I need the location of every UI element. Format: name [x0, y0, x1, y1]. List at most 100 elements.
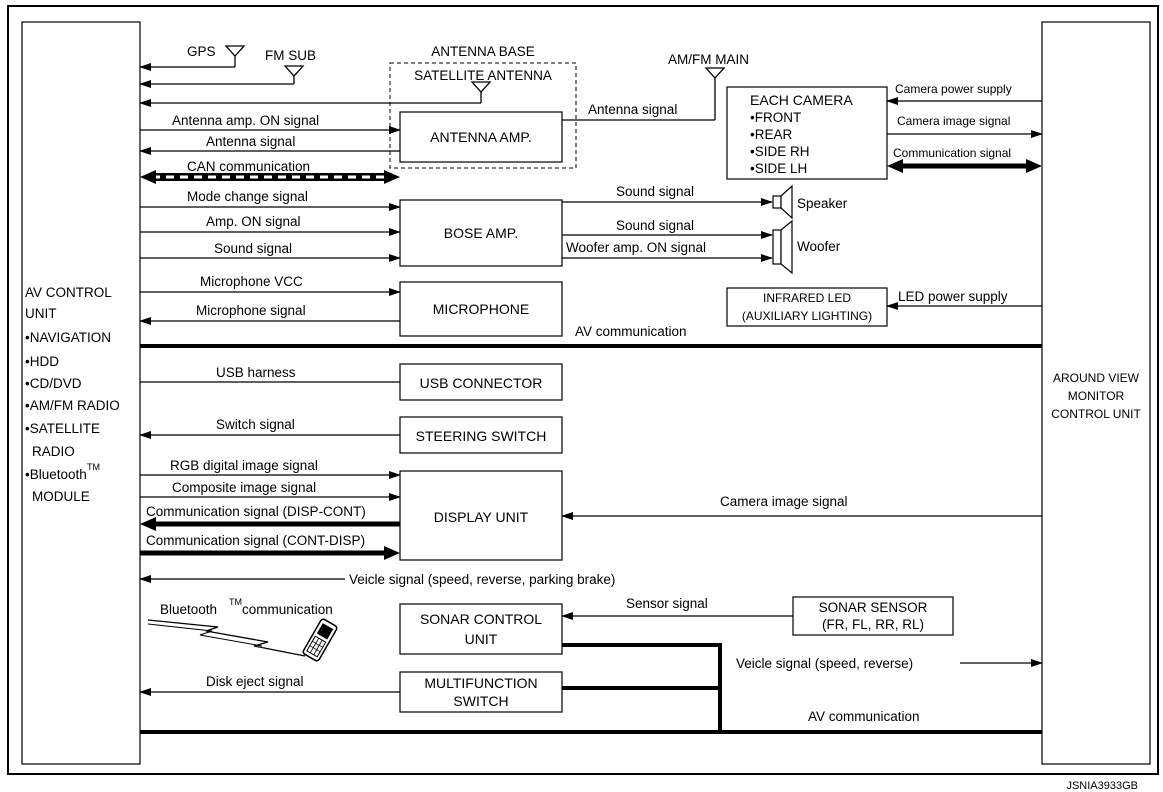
- satellite-antenna: [139, 81, 492, 107]
- camera-line-1: EACH CAMERA: [750, 92, 853, 108]
- signal-camera-image-display: Camera image signal: [720, 494, 848, 509]
- signal-composite: Composite image signal: [172, 480, 316, 495]
- signal-camera-image-right: Camera image signal: [897, 114, 1010, 128]
- signal-mode-change: Mode change signal: [187, 189, 308, 204]
- cont-disp-line: Communication signal (CONT-DISP): [140, 533, 400, 560]
- signal-antenna-main: Antenna signal: [588, 102, 677, 117]
- signal-veicle-short: Veicle signal (speed, reverse): [736, 656, 913, 671]
- bose-amp-label: BOSE AMP.: [444, 225, 518, 241]
- multifunction-line-2: SWITCH: [453, 693, 508, 709]
- bose-amp-box: BOSE AMP.: [399, 199, 563, 267]
- signal-usb-harness: USB harness: [216, 365, 296, 380]
- usb-connector-box: USB CONNECTOR: [399, 363, 563, 401]
- sonar-sensor-line-1: SONAR SENSOR: [819, 600, 928, 615]
- infrared-led-line-2: (AUXILIARY LIGHTING): [742, 309, 872, 323]
- sonar-control-unit-box: SONAR CONTROL UNIT: [399, 603, 563, 655]
- infrared-led-box: INFRARED LED (AUXILIARY LIGHTING): [726, 287, 888, 327]
- signal-woofer-amp-on: Woofer amp. ON signal: [566, 240, 706, 255]
- signal-can: CAN communication: [187, 159, 310, 174]
- signal-antenna-amp-on: Antenna amp. ON signal: [172, 113, 319, 128]
- av-unit-line-7: •SATELLITE: [25, 421, 100, 436]
- usb-connector-label: USB CONNECTOR: [420, 375, 543, 391]
- gps-label: GPS: [187, 44, 216, 59]
- antenna-base-label: ANTENNA BASE: [431, 44, 535, 59]
- av-unit-line-6: •AM/FM RADIO: [25, 398, 120, 413]
- speaker-label: Speaker: [797, 196, 848, 211]
- avm-unit-line-3: CONTROL UNIT: [1051, 407, 1141, 421]
- av-unit-line-1: AV CONTROL: [25, 285, 112, 300]
- signal-sound-left: Sound signal: [214, 241, 292, 256]
- signal-sound-speaker: Sound signal: [616, 184, 694, 199]
- av-unit-line-2: UNIT: [25, 306, 57, 321]
- multifunction-line-1: MULTIFUNCTION: [424, 675, 537, 691]
- signal-camera-power: Camera power supply: [895, 82, 1012, 96]
- camera-communication-line: Communication signal: [887, 146, 1042, 173]
- sonar-sensor-box: SONAR SENSOR (FR, FL, RR, RL): [792, 596, 954, 636]
- lightning-icon-echo: [147, 623, 263, 647]
- fm-sub-antenna: FM SUB: [139, 48, 316, 88]
- signal-bluetooth-tail: communication: [242, 602, 333, 617]
- display-unit-label: DISPLAY UNIT: [434, 509, 529, 525]
- antenna-amp-label: ANTENNA AMP.: [430, 129, 532, 145]
- avm-unit-line-1: AROUND VIEW: [1053, 371, 1140, 385]
- camera-line-2: •FRONT: [750, 110, 801, 125]
- mobile-phone-icon: [302, 618, 338, 662]
- antenna-amp-box: ANTENNA AMP.: [399, 111, 563, 163]
- camera-line-4: •SIDE RH: [750, 144, 809, 159]
- av-unit-line-8: RADIO: [32, 444, 75, 459]
- signal-sound-woofer: Sound signal: [616, 218, 694, 233]
- signal-bluetooth-tm: TM: [229, 597, 242, 607]
- bluetooth-communication: Bluetooth TM communication: [147, 597, 333, 657]
- signal-disp-cont: Communication signal (DISP-CONT): [146, 504, 366, 519]
- woofer-icon: [772, 219, 793, 275]
- av-control-unit: AV CONTROL UNIT •NAVIGATION •HDD •CD/DVD…: [21, 21, 141, 765]
- signal-led-power: LED power supply: [898, 289, 1008, 304]
- sonar-sensor-line-2: (FR, FL, RR, RL): [822, 617, 924, 632]
- microphone-label: MICROPHONE: [433, 301, 529, 317]
- display-unit-box: DISPLAY UNIT: [399, 470, 563, 561]
- signal-cont-disp: Communication signal (CONT-DISP): [146, 533, 365, 548]
- lightning-icon: [147, 619, 306, 657]
- each-camera-box: EACH CAMERA •FRONT •REAR •SIDE RH •SIDE …: [726, 86, 888, 180]
- microphone-box: MICROPHONE: [399, 281, 563, 337]
- av-unit-line-5: •CD/DVD: [25, 376, 82, 391]
- camera-line-5: •SIDE LH: [750, 161, 807, 176]
- sonar-control-line-2: UNIT: [465, 631, 498, 647]
- fm-sub-label: FM SUB: [265, 48, 316, 63]
- signal-switch: Switch signal: [216, 417, 295, 432]
- signal-veicle-full: Veicle signal (speed, reverse, parking b…: [349, 572, 615, 587]
- signal-communication-right: Communication signal: [893, 146, 1011, 160]
- figure-id: JSNIA3933GB: [1066, 780, 1138, 792]
- signal-microphone-vcc: Microphone VCC: [200, 274, 303, 289]
- steering-switch-box: STEERING SWITCH: [399, 416, 563, 454]
- avm-unit-line-2: MONITOR: [1068, 389, 1125, 403]
- av-unit-line-10: MODULE: [32, 489, 90, 504]
- signal-amp-on: Amp. ON signal: [206, 214, 301, 229]
- camera-line-3: •REAR: [750, 127, 792, 142]
- signal-rgb: RGB digital image signal: [170, 458, 318, 473]
- signal-sensor: Sensor signal: [626, 596, 708, 611]
- signal-av-communication-top: AV communication: [575, 324, 687, 339]
- signal-microphone: Microphone signal: [196, 303, 306, 318]
- av-unit-line-9: •Bluetooth: [25, 467, 87, 482]
- av-unit-tm: TM: [87, 462, 100, 472]
- disp-cont-line: Communication signal (DISP-CONT): [140, 504, 400, 531]
- am-fm-main-label: AM/FM MAIN: [668, 52, 749, 67]
- gps-antenna: GPS: [139, 44, 246, 71]
- speaker-icon: [772, 184, 793, 220]
- signal-disk-eject: Disk eject signal: [206, 674, 304, 689]
- am-fm-main-antenna: AM/FM MAIN Antenna signal: [562, 52, 749, 121]
- signal-antenna-left: Antenna signal: [206, 134, 295, 149]
- can-communication-line: CAN communication: [140, 159, 400, 184]
- outer-border: [7, 5, 1159, 775]
- steering-switch-label: STEERING SWITCH: [416, 428, 547, 444]
- satellite-antenna-label: SATELLITE ANTENNA: [414, 68, 552, 83]
- av-unit-line-4: •HDD: [25, 354, 59, 369]
- woofer-label: Woofer: [797, 239, 841, 254]
- sonar-control-line-1: SONAR CONTROL: [420, 611, 542, 627]
- av-unit-line-3: •NAVIGATION: [25, 330, 111, 345]
- signal-av-communication-bottom: AV communication: [808, 709, 920, 724]
- antenna-base-box: [389, 62, 577, 169]
- multifunction-switch-box: MULTIFUNCTION SWITCH: [399, 671, 563, 713]
